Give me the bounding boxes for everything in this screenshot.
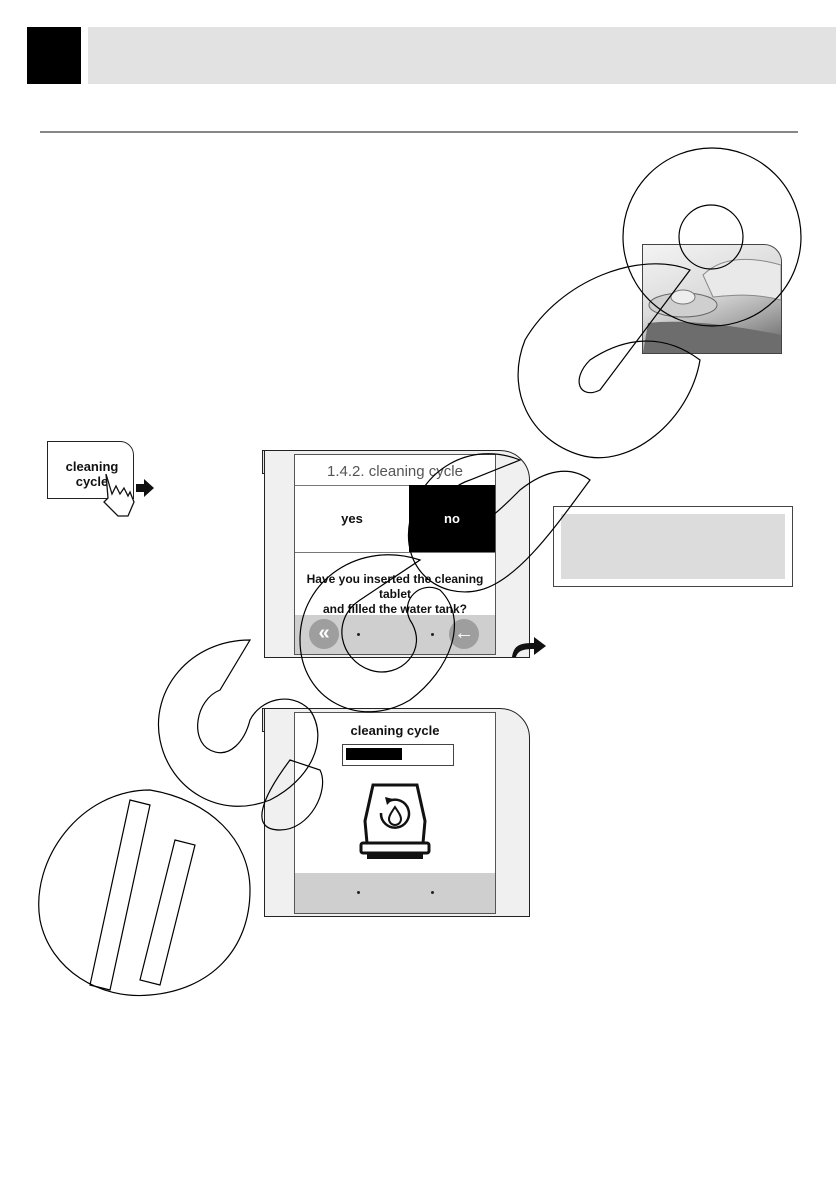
options-separator	[295, 552, 495, 553]
footer-dot	[431, 633, 434, 636]
chapter-title-bar	[88, 27, 836, 84]
progress-bar	[342, 744, 454, 766]
step2-panel: cleaning cycle	[264, 708, 530, 917]
option-no[interactable]: no	[409, 485, 495, 552]
info-box	[553, 506, 793, 587]
title-separator	[295, 485, 495, 486]
footer-dot	[357, 633, 360, 636]
next-step-arrow-icon	[512, 637, 546, 657]
footer-dot	[431, 891, 434, 894]
cleaning-cycle-button[interactable]: cleaning cycle	[47, 441, 134, 499]
info-box-fill	[561, 514, 785, 579]
question-line-1: Have you inserted the cleaning tablet	[306, 572, 484, 601]
screen-footer: « ←	[295, 615, 495, 654]
footer-dot	[357, 891, 360, 894]
cleaning-cycle-icon	[359, 783, 431, 859]
chapter-marker	[27, 27, 81, 84]
screen-title: 1.4.2. cleaning cycle	[327, 463, 463, 480]
screen-title: cleaning cycle	[350, 723, 440, 738]
step1-panel: 1.4.2. cleaning cycle yes no Have you in…	[264, 450, 530, 658]
screen-footer	[295, 873, 495, 913]
option-yes[interactable]: yes	[341, 511, 363, 526]
arrow-left-icon[interactable]: ←	[449, 619, 479, 649]
confirmation-question: Have you inserted the cleaning tablet an…	[295, 572, 495, 617]
progress-fill	[346, 748, 402, 760]
pointing-hand-icon	[103, 473, 154, 517]
step1-screen: 1.4.2. cleaning cycle yes no Have you in…	[294, 454, 496, 655]
double-chevron-left-icon[interactable]: «	[309, 619, 339, 649]
section-divider	[40, 131, 798, 133]
tablet-insertion-photo	[642, 244, 782, 354]
cleaning-cycle-button-label: cleaning cycle	[65, 459, 119, 489]
step2-screen: cleaning cycle	[294, 712, 496, 914]
